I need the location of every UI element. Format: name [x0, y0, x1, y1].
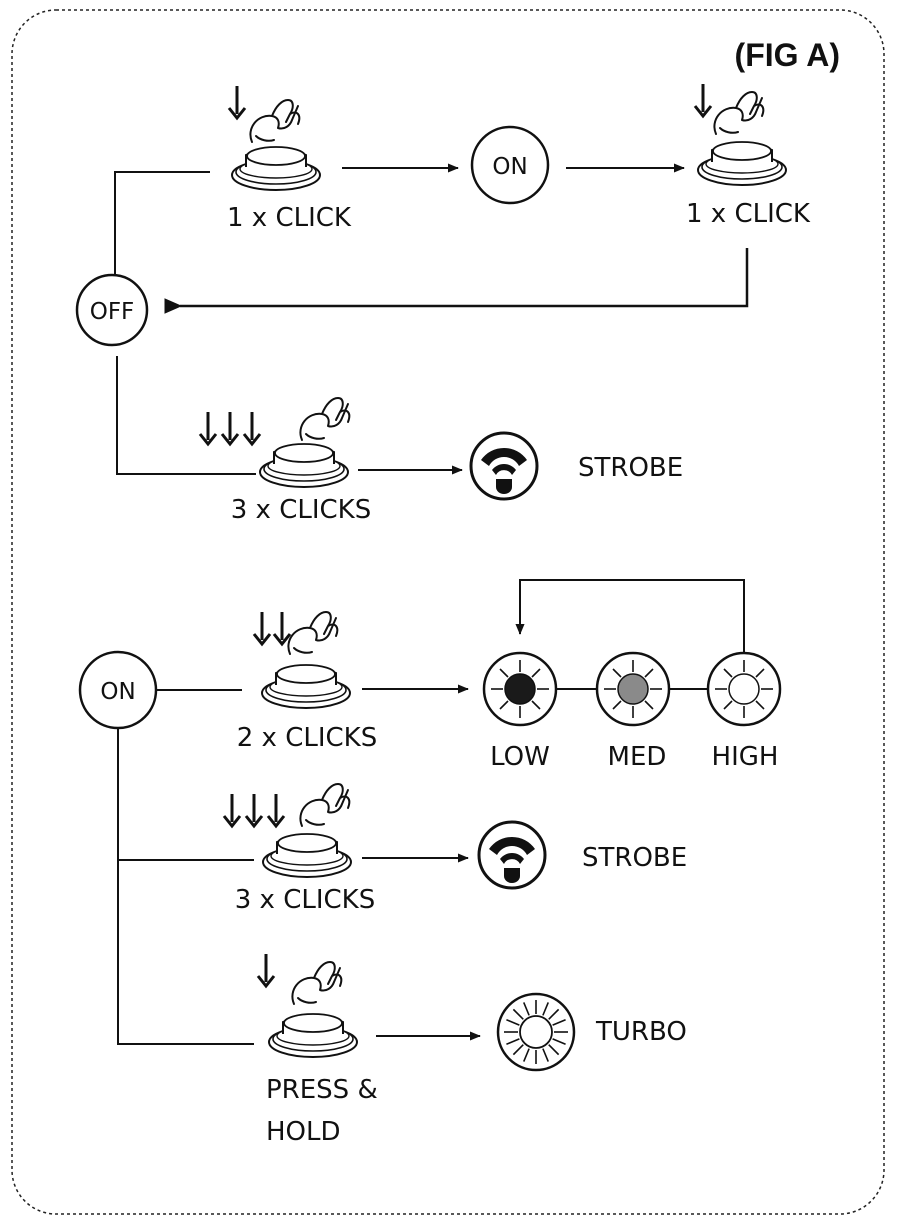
finger-icon	[299, 397, 351, 441]
button-icon	[231, 146, 321, 191]
turbo-ray	[542, 1002, 549, 1016]
turbo-ray	[512, 1008, 524, 1020]
on-flow: ON 2 x CLICKS LOW MED HIGH	[78, 579, 782, 1147]
strobe-icon	[477, 820, 547, 890]
turbo-ray	[512, 1044, 524, 1056]
finger-icon	[713, 91, 765, 135]
turbo-label: TURBO	[595, 1017, 687, 1047]
turbo-icon	[496, 992, 576, 1072]
click-on-button: 1 x CLICK	[227, 84, 352, 233]
button-icon	[262, 833, 352, 878]
mode-click-button: 2 x CLICKS	[237, 610, 377, 753]
button-icon	[697, 141, 787, 186]
mode-high: HIGH	[706, 651, 782, 772]
med-core	[617, 673, 649, 705]
low-core	[504, 673, 536, 705]
button-icon	[259, 443, 349, 488]
strobe-clicks-label: 3 x CLICKS	[235, 885, 375, 915]
turbo-ray	[548, 1044, 560, 1056]
finger-icon	[291, 961, 343, 1005]
mode-med: MED	[595, 651, 671, 772]
button-icon	[268, 1013, 358, 1058]
on-branch-line	[117, 728, 254, 1045]
finger-icon	[287, 611, 339, 655]
on-state-bottom: ON	[78, 650, 158, 730]
button-icon	[261, 664, 351, 709]
click-to-off-arrow	[164, 248, 749, 314]
on-state-label: ON	[492, 154, 527, 180]
off-flow: OFF 1 x CLICK ON 1 x CLICK 3	[75, 82, 811, 525]
mode-label: MED	[608, 742, 667, 772]
on-state-label: ON	[100, 679, 135, 705]
finger-icon	[299, 783, 351, 827]
press-arrow-icon	[252, 610, 272, 646]
strobe-icon	[469, 431, 539, 501]
press-arrow-icon	[256, 952, 276, 988]
press-arrow-icon	[222, 792, 242, 828]
off-state-circle	[75, 273, 149, 347]
off-to-click-line	[114, 171, 210, 284]
press-arrow-icon	[266, 792, 286, 828]
strobe-click-button-2: 3 x CLICKS	[222, 783, 375, 915]
mode-label: LOW	[490, 742, 550, 772]
off-state-label: OFF	[90, 299, 135, 325]
turbo-ray	[552, 1019, 566, 1026]
turbo-ray	[542, 1048, 549, 1062]
mode-cycle-arrow	[515, 579, 745, 652]
strobe-click-button: 3 x CLICKS	[198, 397, 371, 525]
click-off-button: 1 x CLICK	[686, 82, 811, 229]
turbo-ray	[523, 1048, 530, 1062]
strobe-label: STROBE	[582, 843, 687, 873]
strobe-clicks-label: 3 x CLICKS	[231, 495, 371, 525]
off-state: OFF	[75, 273, 149, 347]
press-arrow-icon	[227, 84, 247, 120]
turbo-ray	[506, 1038, 520, 1045]
click-off-label: 1 x CLICK	[686, 199, 811, 229]
press-arrow-icon	[244, 792, 264, 828]
figure-title: (FIG A)	[735, 37, 840, 73]
turbo-ray	[552, 1038, 566, 1045]
turbo-ray	[523, 1002, 530, 1016]
mode-label: HIGH	[712, 742, 779, 772]
hold-label-line2: HOLD	[266, 1117, 341, 1147]
press-arrow-icon	[272, 610, 292, 646]
on-state-circle	[78, 650, 158, 730]
strobe-label: STROBE	[578, 453, 683, 483]
hold-label-line1: PRESS &	[266, 1075, 378, 1105]
on-state-circle	[470, 125, 550, 205]
mode-low: LOW	[482, 651, 558, 772]
press-arrow-icon	[220, 410, 240, 446]
off-to-strobe-click-line	[116, 356, 256, 475]
finger-icon	[249, 99, 301, 143]
mode-clicks-label: 2 x CLICKS	[237, 723, 377, 753]
click-on-label: 1 x CLICK	[227, 203, 352, 233]
turbo-ray	[548, 1008, 560, 1020]
on-state-top: ON	[470, 125, 550, 205]
press-arrow-icon	[198, 410, 218, 446]
hold-button: PRESS & HOLD	[256, 952, 378, 1147]
press-arrow-icon	[242, 410, 262, 446]
turbo-ray	[506, 1019, 520, 1026]
press-arrow-icon	[693, 82, 713, 118]
high-core	[728, 673, 760, 705]
figure-border	[11, 9, 885, 1215]
